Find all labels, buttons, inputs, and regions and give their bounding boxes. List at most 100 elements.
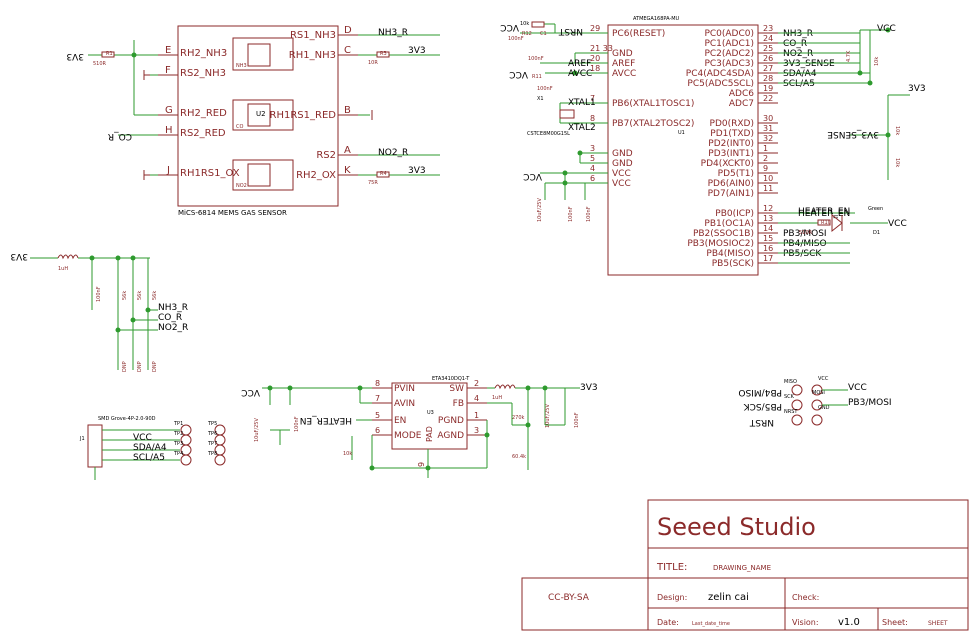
reg-ref: U3 (427, 410, 434, 416)
mcu-right-pin-name: PC0(ADC0) (704, 29, 754, 39)
pullup-vcc: VCC (877, 24, 896, 34)
isp-net-nrst: NRST (749, 417, 774, 427)
led-vcc: VCC (888, 219, 907, 229)
tp2: TP2 (173, 431, 183, 437)
mcu-left-pin-num: 3 (590, 144, 595, 153)
design-label: Design: (657, 593, 687, 602)
nh3-r-net: NH3_R (378, 28, 408, 38)
pin-rh1-nh3: RH1_NH3 (289, 50, 336, 61)
mcu-left-pin-name: AVCC (612, 69, 636, 79)
isp-sck: SCK (784, 394, 795, 400)
reg-cap-4: 100nF (574, 412, 580, 428)
reg-fb-top: 270k (512, 415, 525, 421)
isp-miso: MISO (784, 379, 797, 385)
company-name: Seeed Studio (657, 513, 816, 541)
mcu-left-pin-name: PC6(RESET) (612, 29, 665, 39)
mcu-right-pin-name: PC5(ADC5SCL) (687, 79, 754, 89)
filter-co: CO_R (158, 313, 182, 323)
r4-value: 75R (368, 180, 378, 186)
pin-rh2-nh3: RH2_NH3 (180, 48, 227, 59)
mcu-left-pin-num: 5 (590, 154, 595, 163)
pin-num-c: C (344, 45, 351, 56)
sense-net-mirrored: 3V3_SENSE (827, 129, 879, 139)
mcu-right-pin-num: 22 (763, 94, 773, 103)
grove-sda: SDA/A4 (133, 443, 167, 453)
r1-ref: R1 (106, 51, 113, 57)
reg-cap-1: 10uF/25V (254, 418, 260, 442)
filter-dnp-3: DNP (152, 361, 158, 372)
mcu-right-pin-num: 13 (763, 214, 773, 223)
r12-value: 10k (520, 21, 529, 27)
pin-num-f: F (165, 65, 171, 76)
xtal1-net: XTAL1 (568, 98, 596, 108)
pin-rs2: RS2 (316, 150, 336, 161)
mcu-net-label: SDA/A4 (783, 69, 817, 79)
mcu-left-pin-num: 18 (590, 64, 600, 73)
crystal-ref: X1 (537, 96, 544, 102)
mcu-right-pin-name: ADC7 (729, 99, 754, 109)
tp3: TP3 (173, 441, 183, 447)
pin-rh1rs1-red: RH1RS1_RED (270, 110, 337, 121)
filter-cap: 100nF (96, 286, 102, 302)
mcu-left-pin-name: VCC (612, 179, 631, 189)
filter-nh3: NH3_R (158, 303, 188, 313)
pin-num-g: G (165, 105, 173, 116)
reg-en-res: 10k (343, 451, 352, 457)
tp6: TP6 (207, 431, 217, 437)
gas-sensor-part: MiCS-6814 MEMS GAS SENSOR (178, 209, 287, 217)
pin-num-e: E (165, 45, 171, 56)
isp-net-mosi: PB3/MOSI (848, 398, 892, 408)
mcu-right-pin-name: PD5(T1) (718, 169, 754, 179)
avcc-net: AVCC (568, 69, 592, 79)
mcu-net-label: CO_R (783, 39, 807, 49)
reg-right-pin-num: 2 (474, 379, 479, 388)
reg-vcc: VCC (241, 387, 260, 397)
reg-right-pin-name: PGND (438, 416, 464, 426)
pullup-left: 4.7K (846, 50, 852, 62)
r3-ref: R3 (380, 51, 387, 57)
mcu-cap-3: 100nF (586, 206, 592, 222)
pin-num-b: B (344, 105, 351, 116)
filter-res-2: 56k (137, 291, 143, 300)
sheet-label: Sheet: (882, 618, 908, 627)
reg-pad: PAD (425, 426, 434, 442)
mcu-left-pin-num: 21 33 (590, 44, 613, 53)
license: CC-BY-SA (548, 593, 590, 603)
reg-left-pin-name: MODE (394, 431, 422, 441)
pin-num-a: A (344, 145, 351, 156)
mcu-right-pin-num: 31 (763, 124, 773, 133)
crystal-part: CSTCE8M00G15L (527, 131, 570, 137)
mcu-right-pin-name: PC4(ADC4SDA) (686, 69, 754, 79)
sense-r-top: 10k (894, 126, 900, 135)
mcu-net-label: NO2_R (783, 49, 813, 59)
pin-rh1rs1-ox: RH1RS1_OX (180, 168, 240, 179)
heater-en-net: HEATER_EN (798, 207, 850, 217)
reg-left-pin-num: 7 (375, 394, 380, 403)
r11-ref: R11 (532, 74, 542, 80)
sense-3v3: 3V3 (908, 84, 926, 94)
mcu-left-pin-name: PB6(XTAL1TOSC1) (612, 99, 694, 109)
nrst-net: NRST (558, 26, 583, 36)
pin-rs2-nh3: RS2_NH3 (180, 68, 226, 79)
mcu-right-pin-num: 16 (763, 244, 773, 253)
aref-cap: 100nF (528, 56, 544, 62)
filter-res-1: 56k (122, 291, 128, 300)
mcu-right-pin-name: PB5(SCK) (712, 259, 754, 269)
reg-right-pin-num: 1 (474, 411, 479, 420)
no2-r-net: NO2_R (378, 148, 408, 158)
tp4: TP4 (173, 451, 183, 457)
mcu-net-label: PB3/MOSI (783, 229, 827, 239)
pullup-right: 10k (874, 57, 880, 66)
mcu-right-pin-num: 23 (763, 24, 773, 33)
tp7: TP7 (207, 441, 217, 447)
r12-ref: R12 (522, 31, 532, 37)
date-label: Date: (657, 618, 679, 627)
mcu-right-pin-name: PC3(ADC3) (704, 59, 754, 69)
mcu-left-pin-name: GND (612, 149, 633, 159)
mcu-right-pin-num: 1 (763, 144, 768, 153)
mcu-right-pin-name: PB2(SSOC1B) (693, 229, 754, 239)
isp-net-miso: PB4/MISO (738, 387, 782, 397)
filter-dnp-2: DNP (137, 361, 143, 372)
reg-left-pin-num: 6 (375, 426, 380, 435)
